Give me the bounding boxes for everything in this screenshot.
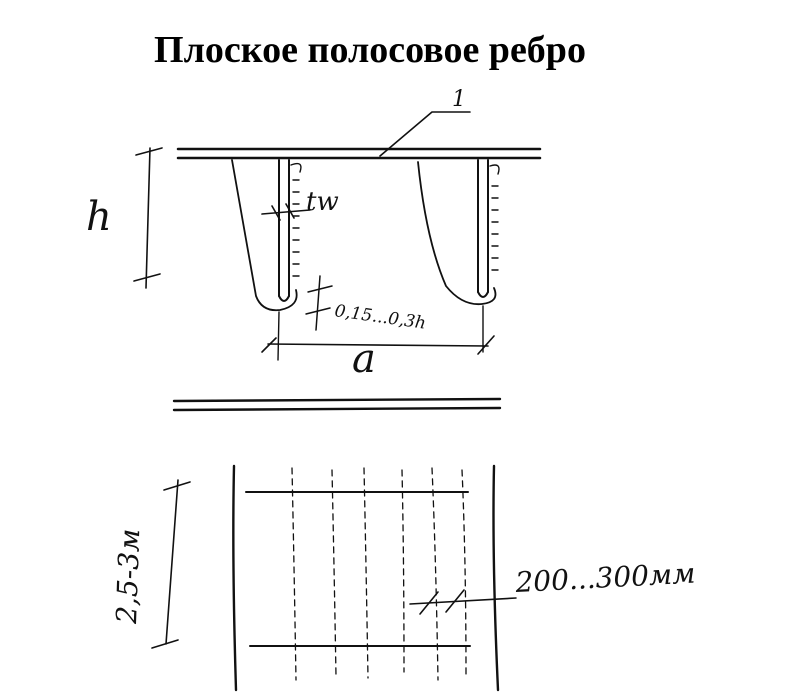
plan-view: 2,5-3м 200...300мм <box>110 464 697 692</box>
gap-dimension-line <box>315 275 321 331</box>
thickness-label: tw <box>306 187 339 217</box>
callout-leader <box>379 111 471 157</box>
left-rib-tip <box>278 295 290 302</box>
rib-step-tick-left <box>419 591 439 615</box>
spacing-tick-right <box>477 335 495 355</box>
thickness-dimension-line <box>261 209 311 215</box>
spacing-ext-left <box>277 311 280 361</box>
rib-step-dimension-line <box>409 597 517 605</box>
left-rib-outline <box>231 159 298 312</box>
height-label: h <box>86 194 112 240</box>
plate-edge-line-lower <box>172 406 502 412</box>
plan-left-boundary <box>232 464 238 692</box>
gap-tick-top <box>307 285 333 293</box>
right-rib-outline <box>417 161 497 306</box>
tie-range-tick-top <box>163 481 191 491</box>
right-rib-tip <box>477 291 489 298</box>
tie-range-tick-bottom <box>151 639 179 649</box>
tie-range-dimension-line <box>165 479 179 645</box>
spacing-label: a <box>352 336 376 382</box>
spacing-tick-left <box>261 337 277 353</box>
spacing-dimension-line <box>267 343 489 347</box>
rib-step-label: 200...300мм <box>514 557 697 599</box>
height-dimension-line <box>145 147 151 289</box>
left-weld-hatch <box>290 162 302 277</box>
tie-range-label: 2,5-3м <box>110 528 146 625</box>
rib-step-tick-right <box>445 589 465 613</box>
height-tick-bottom <box>133 273 161 282</box>
gap-label: 0,15...0,3h <box>333 301 427 334</box>
diagram-title: Плоское полосовое ребро <box>154 29 586 71</box>
plate-edge-view <box>172 397 502 412</box>
thickness-tick-right <box>285 203 295 219</box>
thickness-tick-left <box>271 205 281 221</box>
callout-1-label: 1 <box>452 87 466 112</box>
plan-rib-lines <box>291 467 467 681</box>
gap-tick-bottom <box>305 307 331 315</box>
section-view: 1 h tw 0,15...0,3h <box>86 87 542 382</box>
plate-edge-line-upper <box>172 397 502 403</box>
plan-right-boundary <box>492 464 500 692</box>
right-weld-hatch <box>489 164 500 271</box>
height-tick-top <box>135 147 163 156</box>
